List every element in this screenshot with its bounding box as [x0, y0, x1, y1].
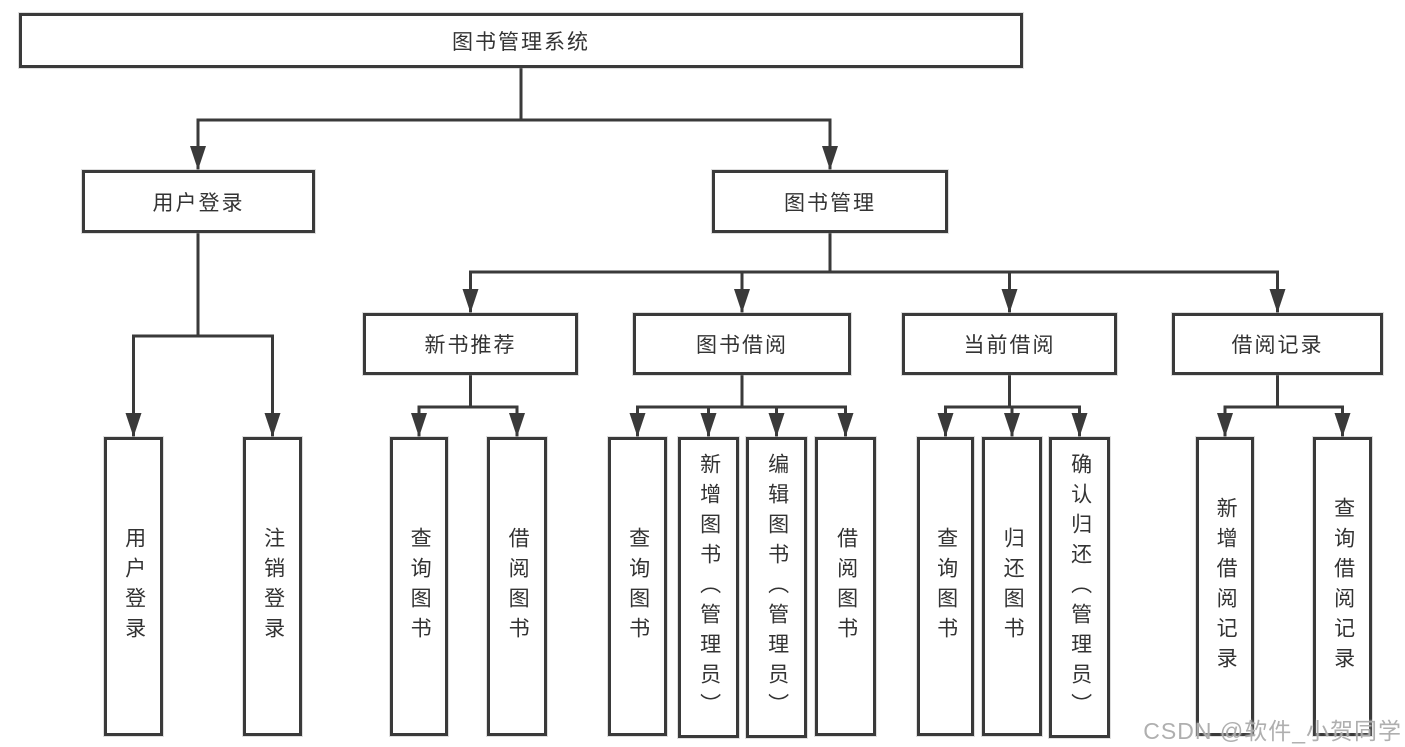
node-label: 图书管理 — [784, 191, 876, 215]
node-label: 借阅记录 — [1231, 334, 1324, 357]
leaf-confirm-return-admin: 确认归还（管理员） — [1049, 437, 1110, 738]
node-label: 图书借阅 — [696, 334, 788, 357]
leaf-label: 新增借阅记录 — [1214, 496, 1238, 677]
node-label: 当前借阅 — [963, 334, 1056, 357]
leaf-label: 查询借阅记录 — [1331, 496, 1355, 677]
node-current-borrowing: 当前借阅 — [902, 313, 1117, 375]
leaf-query-books-borrowing: 查询图书 — [608, 437, 667, 736]
leaf-add-borrow-record: 新增借阅记录 — [1196, 437, 1254, 736]
leaf-label: 确认归还（管理员） — [1068, 452, 1092, 723]
node-label: 图书管理系统 — [452, 30, 590, 54]
leaf-logout: 注销登录 — [243, 437, 302, 736]
leaf-label: 借阅图书 — [506, 526, 530, 647]
leaf-borrow-books-recommend: 借阅图书 — [487, 437, 547, 736]
node-library-management-system: 图书管理系统 — [19, 13, 1023, 68]
leaf-label: 编辑图书（管理员） — [765, 452, 789, 723]
leaf-query-borrow-record: 查询借阅记录 — [1313, 437, 1372, 736]
node-book-borrowing: 图书借阅 — [633, 313, 851, 375]
leaf-label: 新增图书（管理员） — [697, 452, 721, 723]
leaf-edit-books-admin: 编辑图书（管理员） — [746, 437, 807, 738]
leaf-add-books-admin: 新增图书（管理员） — [678, 437, 739, 738]
node-borrowing-records: 借阅记录 — [1172, 313, 1383, 375]
leaf-label: 借阅图书 — [834, 526, 858, 647]
csdn-watermark: CSDN @软件_小贺同学 — [1143, 718, 1402, 744]
leaf-label: 查询图书 — [934, 526, 958, 647]
node-user-login-branch: 用户登录 — [82, 170, 315, 233]
leaf-return-books: 归还图书 — [982, 437, 1042, 736]
leaf-label: 用户登录 — [122, 526, 146, 647]
leaf-label: 查询图书 — [408, 526, 432, 647]
leaf-user-login: 用户登录 — [104, 437, 163, 736]
node-new-book-recommendation: 新书推荐 — [363, 313, 578, 375]
leaf-query-books-recommend: 查询图书 — [390, 437, 448, 736]
leaf-borrow-books-borrowing: 借阅图书 — [815, 437, 876, 736]
node-label: 用户登录 — [152, 191, 245, 215]
leaf-query-books-current: 查询图书 — [917, 437, 974, 736]
leaf-label: 查询图书 — [626, 526, 650, 647]
node-label: 新书推荐 — [424, 334, 517, 357]
node-book-management-branch: 图书管理 — [712, 170, 948, 233]
leaf-label: 归还图书 — [1001, 526, 1025, 647]
leaf-label: 注销登录 — [261, 526, 285, 647]
